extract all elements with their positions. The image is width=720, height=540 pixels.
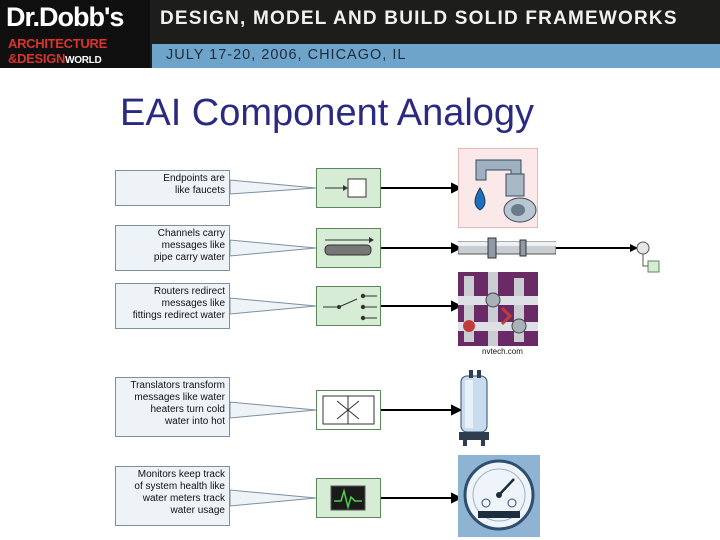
arrowhead <box>451 404 463 416</box>
arrowhead <box>451 492 463 504</box>
callout-line: water into hot <box>164 416 225 427</box>
callout-pointer <box>229 297 317 315</box>
callout-line: like faucets <box>174 185 225 196</box>
callout-monitors: Monitors keep track of system health lik… <box>115 466 230 526</box>
logo-subtitle-world: WORLD <box>65 55 102 66</box>
conference-banner: Dr.Dobb's ARCHITECTURE &DESIGNWORLD DESI… <box>0 0 720 68</box>
endpoint-connector <box>642 254 648 267</box>
callout-line: Endpoints are <box>163 173 225 184</box>
callout-line: water usage <box>170 505 225 516</box>
callout-pointer <box>229 239 317 257</box>
callout-line: Monitors keep track <box>137 469 225 480</box>
conference-dates: JULY 17-20, 2006, CHICAGO, IL <box>166 47 407 63</box>
endpoint-square <box>647 260 660 273</box>
logo-subtitle-design: &DESIGN <box>8 51 66 66</box>
callout-routers: Routers redirect messages like fittings … <box>115 283 230 329</box>
callout-line: Translators transform <box>130 380 225 391</box>
endpoint-circle <box>636 241 650 255</box>
pipe-icon <box>324 237 374 256</box>
callout-pointer <box>229 401 317 419</box>
monitor-symbol <box>316 478 381 518</box>
logo-text: Dr.Dobb's <box>6 2 124 32</box>
switch-icon <box>323 293 377 321</box>
image-credit: nvtech.com <box>482 347 523 356</box>
endpoint-symbol <box>316 168 381 208</box>
translator-symbol <box>316 390 381 430</box>
callout-pointer <box>229 489 317 507</box>
callout-line: heaters turn cold <box>150 404 226 415</box>
callout-translators: Translators transform messages like wate… <box>115 377 230 437</box>
channel-symbol <box>316 228 381 268</box>
callout-pointer <box>229 179 317 195</box>
water-meter-image <box>458 455 540 537</box>
callout-channels: Channels carry messages like pipe carry … <box>115 225 230 271</box>
logo-subtitle-2: &DESIGNWORLD <box>8 51 102 66</box>
callout-line: pipe carry water <box>153 252 225 263</box>
callout-line: of system health like <box>134 481 225 492</box>
arrowhead <box>451 300 463 312</box>
callout-line: messages like water <box>134 392 225 403</box>
dateline-bar: JULY 17-20, 2006, CHICAGO, IL <box>152 44 720 68</box>
arrowhead <box>451 182 463 194</box>
callout-line: fittings redirect water <box>132 310 225 321</box>
pipe-fittings-image <box>458 272 538 346</box>
arrowhead <box>630 244 638 252</box>
endpoint-icon <box>325 178 367 198</box>
monitor-icon <box>330 485 366 511</box>
callout-line: Channels carry <box>157 228 225 239</box>
water-heater-image <box>459 370 489 446</box>
slide-title: EAI Component Analogy <box>120 92 535 134</box>
faucet-image <box>458 148 538 228</box>
callout-endpoints: Endpoints are like faucets <box>115 170 230 206</box>
conference-tagline: DESIGN, MODEL AND BUILD SOLID FRAMEWORKS <box>160 8 678 29</box>
logo-subtitle: ARCHITECTURE <box>8 36 107 51</box>
callout-line: messages like <box>161 240 225 251</box>
dr-dobbs-logo: Dr.Dobb's ARCHITECTURE &DESIGNWORLD <box>0 0 150 68</box>
callout-line: Routers redirect <box>153 286 225 297</box>
translator-icon <box>322 395 375 425</box>
callout-line: messages like <box>161 298 225 309</box>
pipe-image <box>458 237 556 259</box>
callout-line: water meters track <box>142 493 225 504</box>
arrowhead <box>451 242 463 254</box>
router-symbol <box>316 286 381 326</box>
